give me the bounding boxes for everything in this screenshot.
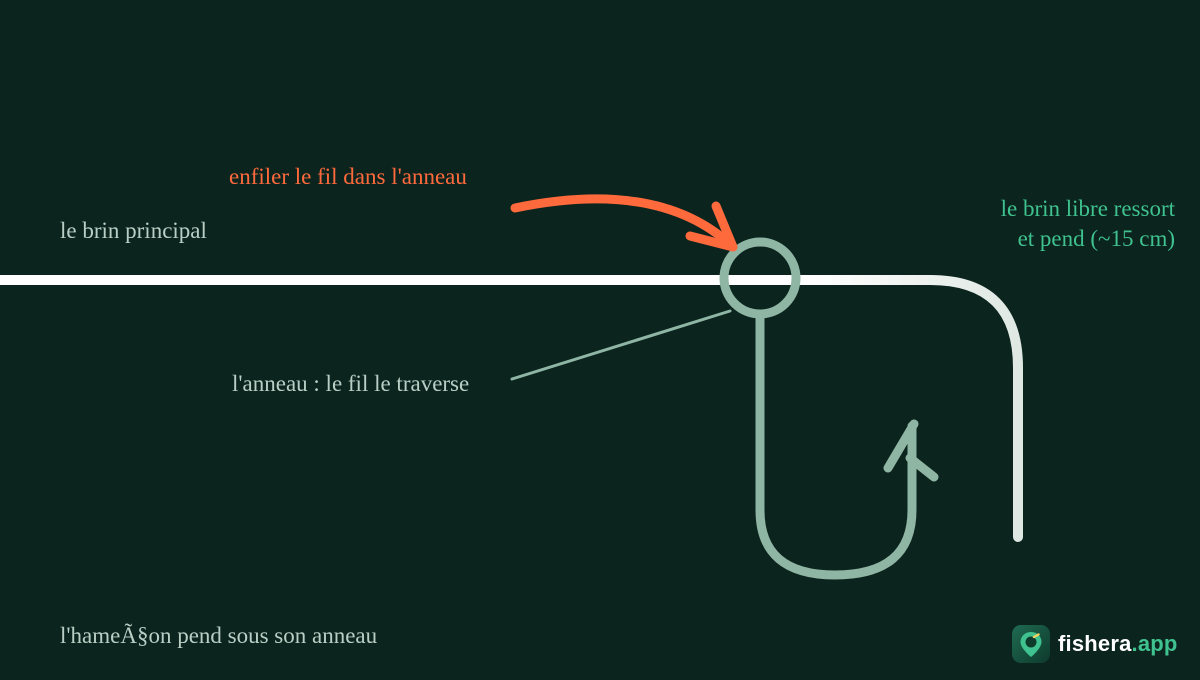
- free-end-label-line1: le brin libre ressort: [1000, 196, 1175, 221]
- thread-arrow-head: [685, 201, 738, 252]
- hook-eye-ring: [719, 237, 801, 319]
- fishing-location-pin-icon: [1012, 625, 1050, 663]
- main-line: [0, 275, 1023, 542]
- ring-pointer-line: [510, 309, 732, 381]
- hook-point: [883, 419, 939, 482]
- brand-wordmark: fishera.app: [1058, 631, 1178, 657]
- thread-instruction-label: enfiler le fil dans l'anneau: [229, 164, 467, 189]
- hook-body: [755, 310, 917, 580]
- free-end-label: le brin libre ressort et pend (~15 cm): [1001, 194, 1175, 254]
- brand-logo-block: fishera.app: [1012, 624, 1178, 664]
- thread-arrow: [510, 194, 738, 252]
- ring-caption-label: l'anneau : le fil le traverse: [232, 371, 470, 396]
- brand-name: fishera: [1058, 631, 1132, 656]
- main-line-label: le brin principal: [60, 218, 207, 243]
- hook-caption-label: l'hameÃ§on pend sous son anneau: [60, 623, 378, 648]
- brand-tld: .app: [1131, 631, 1178, 656]
- free-end-label-line2: et pend (~15 cm): [1017, 226, 1175, 251]
